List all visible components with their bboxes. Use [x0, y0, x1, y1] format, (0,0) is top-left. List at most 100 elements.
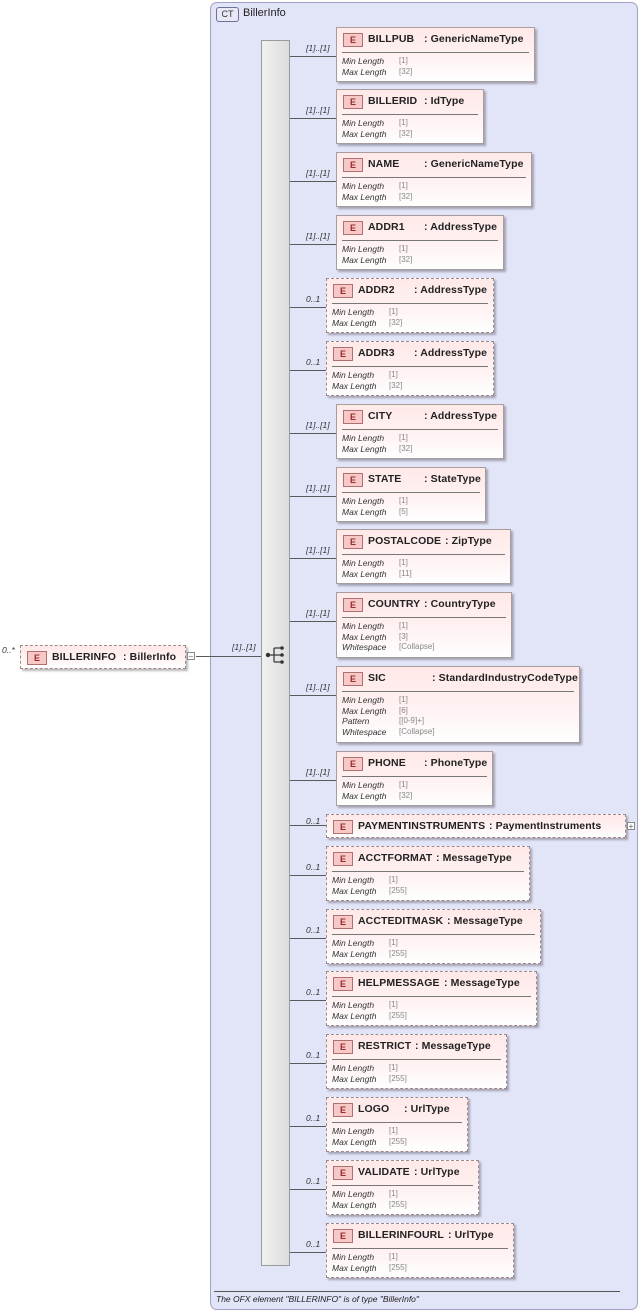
facet-value: [32]	[399, 790, 413, 800]
facet-label: Min Length	[332, 1252, 375, 1262]
element-type: : AddressType	[424, 410, 498, 422]
facet-label: Min Length	[342, 56, 385, 66]
facet-value: [1]	[399, 181, 408, 190]
facet-divider	[342, 691, 574, 692]
connector-validate	[290, 1189, 326, 1190]
connector-billpub	[290, 56, 336, 57]
facet-value: [255]	[389, 885, 407, 895]
element-type: : CountryType	[424, 598, 496, 610]
element-badge: E	[343, 757, 363, 771]
facet-value: [1]	[389, 938, 398, 947]
facet-divider	[342, 114, 478, 115]
element-type: : MessageType	[415, 1040, 491, 1052]
occurrence-country: [1]..[1]	[306, 608, 330, 618]
element-name: NAME	[368, 158, 400, 170]
occurrence-billpub: [1]..[1]	[306, 43, 330, 53]
facet-label: Max Length	[332, 380, 377, 391]
root-element-box[interactable]: E BILLERINFO : BillerInfo	[20, 645, 186, 669]
facet-divider	[332, 1122, 462, 1123]
element-badge: E	[343, 158, 363, 172]
element-badge: E	[333, 1166, 353, 1180]
element-type: : ZipType	[445, 535, 492, 547]
facet-label: Max Length	[332, 317, 377, 328]
element-badge: E	[333, 1229, 353, 1243]
facet-divider	[332, 871, 524, 872]
facet-value: [Collapse]	[399, 726, 435, 736]
facet-value: [1]	[399, 433, 408, 442]
facet-divider	[332, 996, 531, 997]
element-badge: E	[333, 852, 353, 866]
root-element-type: : BillerInfo	[123, 651, 177, 663]
facet-divider	[332, 303, 488, 304]
element-badge: E	[333, 820, 353, 834]
occurrence-validate: 0..1	[306, 1176, 321, 1186]
facet-label: Min Length	[342, 558, 385, 568]
occurrence-addr3: 0..1	[306, 357, 321, 367]
element-type: : MessageType	[436, 852, 512, 864]
occurrence-logo: 0..1	[306, 1113, 321, 1123]
facet-value: [255]	[389, 948, 407, 958]
connector-phone	[290, 780, 336, 781]
facet-label: Min Length	[342, 695, 385, 705]
root-link-occurrence: [1]..[1]	[232, 642, 256, 652]
occurrence-accteditmask: 0..1	[306, 925, 321, 935]
element-name: ADDR3	[358, 347, 395, 359]
facet-value: [32]	[399, 254, 413, 264]
expand-toggle[interactable]: +	[627, 822, 635, 831]
connector-state	[290, 496, 336, 497]
connector-sic	[290, 695, 336, 696]
occurrence-billerid: [1]..[1]	[306, 105, 330, 115]
connector-addr2	[290, 307, 326, 308]
facet-value: [1]	[399, 496, 408, 505]
occurrence-phone: [1]..[1]	[306, 767, 330, 777]
facet-value: [1]	[389, 875, 398, 884]
facet-label: Max Length	[332, 948, 377, 959]
element-name: VALIDATE	[358, 1166, 410, 1178]
connector-restrict	[290, 1063, 326, 1064]
occurrence-paymentinstruments: 0..1	[306, 816, 321, 826]
facet-divider	[332, 934, 535, 935]
facet-value: [255]	[389, 1262, 407, 1272]
occurrence-postalcode: [1]..[1]	[306, 545, 330, 555]
root-element-label: BILLERINFO	[52, 651, 116, 663]
connector-logo	[290, 1126, 326, 1127]
root-element-name: BILLERINFO : BillerInfo	[52, 651, 176, 663]
sequence-compositor-icon[interactable]	[265, 645, 287, 665]
element-badge: E	[343, 473, 363, 487]
facet-value: [1]	[389, 1189, 398, 1198]
element-name: COUNTRY	[368, 598, 421, 610]
element-badge: E	[333, 977, 353, 991]
connector-country	[290, 621, 336, 622]
facet-label: Max Length	[342, 506, 387, 517]
collapse-toggle[interactable]: –	[187, 652, 195, 661]
element-type: : StateType	[424, 473, 481, 485]
element-badge: E	[333, 347, 353, 361]
root-occurrence: 0..*	[2, 645, 15, 655]
facet-label: Max Length	[342, 443, 387, 454]
occurrence-name: [1]..[1]	[306, 168, 330, 178]
occurrence-sic: [1]..[1]	[306, 682, 330, 692]
connector-helpmessage	[290, 1000, 326, 1001]
facet-value: [255]	[389, 1073, 407, 1083]
complex-type-name[interactable]: BillerInfo	[243, 7, 286, 19]
